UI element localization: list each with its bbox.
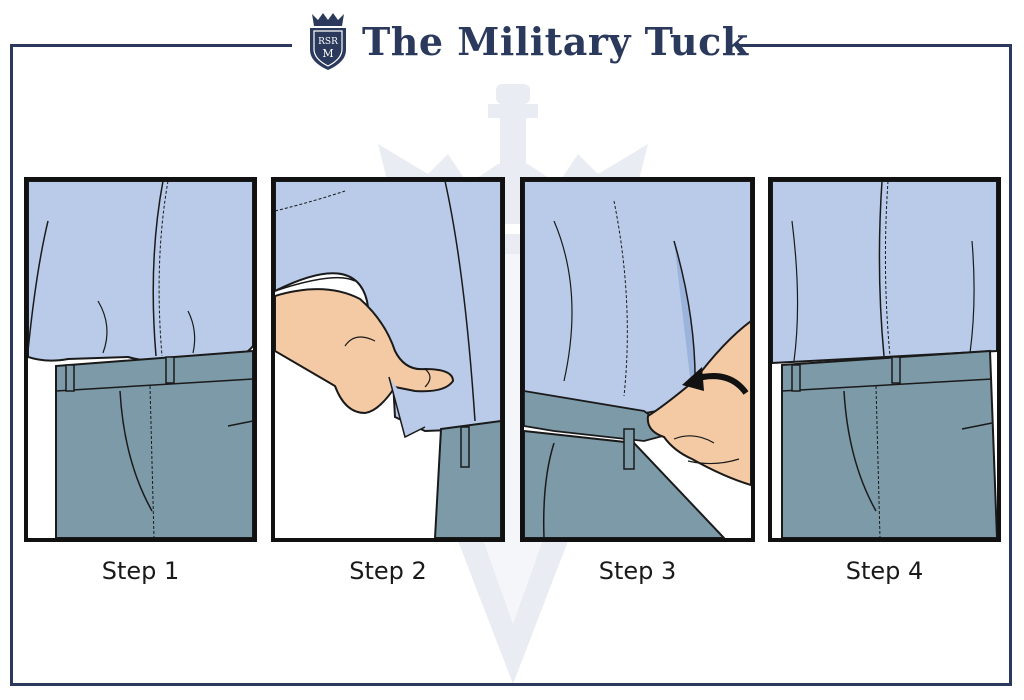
logo-monogram-top: RSR	[318, 37, 338, 47]
step-2-panel	[271, 177, 505, 542]
step-3-panel	[520, 177, 755, 542]
step-4-illustration	[772, 181, 997, 538]
step-1-illustration	[28, 181, 253, 538]
logo-monogram-bottom: M	[322, 47, 333, 60]
frame-top-rule-left	[10, 44, 292, 47]
header: RSR M The Military Tuck	[306, 8, 749, 74]
page-title: The Military Tuck	[362, 18, 749, 64]
step-3-illustration	[524, 181, 751, 538]
frame-top-rule-right	[738, 44, 1012, 47]
step-4-caption: Step 4	[845, 557, 924, 585]
step-4-panel	[768, 177, 1001, 542]
curved-arrow-icon	[682, 367, 749, 395]
step-1-panel	[24, 177, 257, 542]
content-frame	[10, 46, 1012, 686]
step-2-illustration	[275, 181, 501, 538]
step-1-caption: Step 1	[101, 557, 180, 585]
crest-shield-icon: RSR M	[310, 13, 346, 70]
step-2-caption: Step 2	[349, 557, 427, 585]
step-3-caption: Step 3	[598, 557, 677, 585]
